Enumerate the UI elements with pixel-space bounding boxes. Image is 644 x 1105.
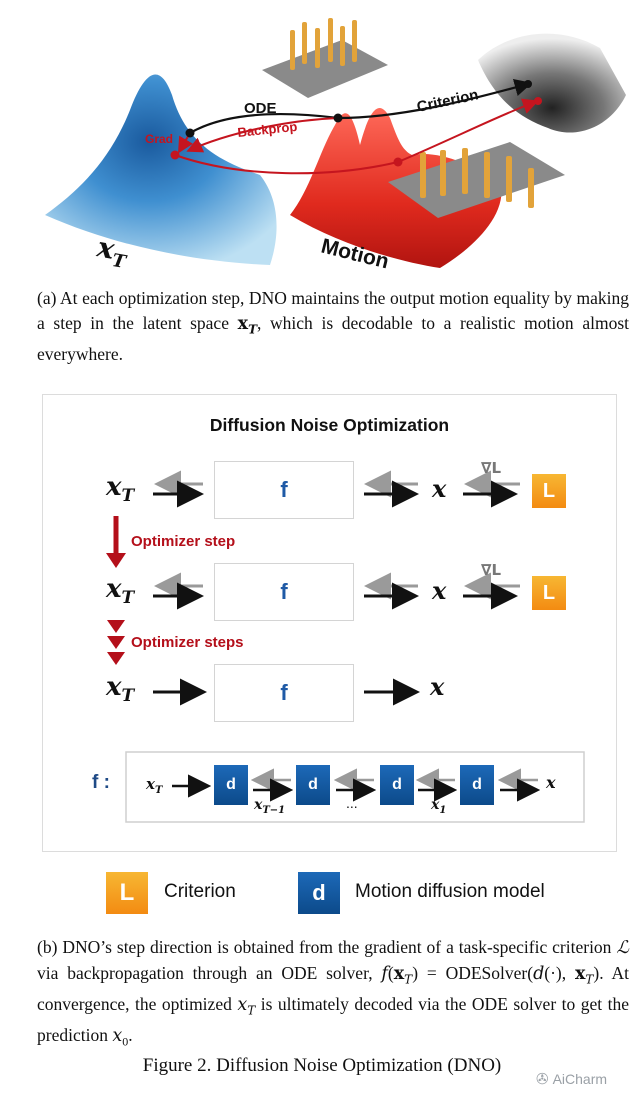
ode-label: ODE (244, 100, 277, 117)
f-box-row3: f (214, 664, 354, 722)
watermark: ✇ AiCharm (536, 1070, 608, 1088)
chain-x1: x1 (431, 797, 447, 816)
gradient-label-row1: ∇L (481, 459, 502, 477)
chain-x-output: x (546, 773, 556, 792)
motion-floor-bottom (388, 142, 565, 218)
f-box-row1: f (214, 461, 354, 519)
criterion-arrow (337, 79, 533, 120)
latent-xT-row3: xT (106, 672, 135, 707)
legend-criterion-label: Criterion (164, 881, 236, 902)
figure-a-illustration: Grad ODE Backprop Criterion xT Motion (45, 18, 626, 273)
latent-surface (45, 74, 277, 265)
criterion-L-row2: L (532, 576, 566, 610)
chain-f-prefix: f : (92, 772, 110, 793)
backprop-arrow (186, 117, 339, 153)
chain-xT-minus-1: xT−1 (254, 797, 286, 816)
caption-b: (b) DNO’s step direction is obtained fro… (37, 937, 630, 1048)
diffusion-block-2: d (296, 765, 330, 805)
optimizer-step-label: Optimizer step (131, 533, 236, 550)
diffusion-block-3: d (380, 765, 414, 805)
grad-label: Grad (145, 132, 173, 146)
chain-xT: xT (146, 775, 163, 796)
motion-surface (290, 108, 502, 268)
caption-a: (a) At each optimization step, DNO maint… (37, 288, 630, 364)
output-x-row2: x (432, 576, 447, 605)
gradient-label-row2: ∇L (481, 561, 502, 579)
f-box-row2: f (214, 563, 354, 621)
diffusion-block-1: d (214, 765, 248, 805)
red-criterion-arrow (397, 98, 539, 163)
red-ode-arrow (174, 154, 399, 175)
figure-b-title: Diffusion Noise Optimization (209, 415, 450, 435)
backprop-label: Backprop (237, 119, 298, 140)
latent-xT-row2: xT (106, 574, 135, 609)
latent-xT-row1: xT (106, 472, 135, 507)
figure-title: Figure 2. Diffusion Noise Optimization (… (142, 1055, 502, 1076)
output-x-row3: x (430, 672, 445, 701)
diffusion-block-4: d (460, 765, 494, 805)
legend-criterion-swatch: L (106, 872, 148, 914)
criterion-L-row1: L (532, 474, 566, 508)
legend-model-swatch: d (298, 872, 340, 914)
legend-model-label: Motion diffusion model (355, 881, 545, 902)
chain-dots: ... (346, 795, 358, 811)
output-x-row1: x (432, 474, 447, 503)
ode-arrow (189, 112, 339, 134)
wechat-icon: ✇ (536, 1070, 549, 1088)
optimizer-steps-label: Optimizer steps (131, 634, 244, 651)
latent-label: xT (93, 230, 132, 273)
dancer-figures (290, 18, 534, 208)
criterion-bowl (478, 33, 626, 133)
